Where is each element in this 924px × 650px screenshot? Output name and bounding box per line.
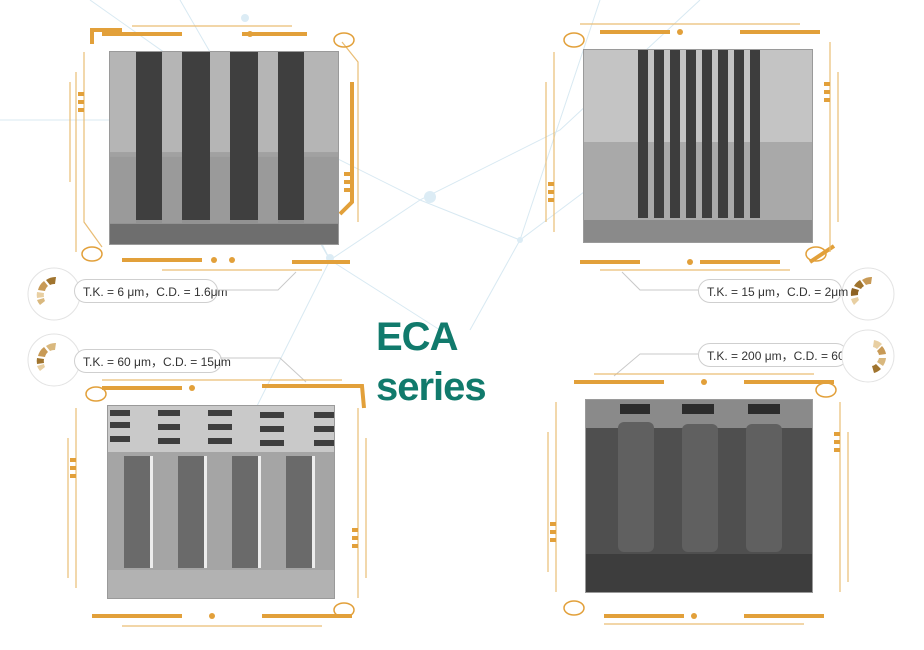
panel-frame-top-left [62,22,362,272]
sem-image-bottom-left [108,406,334,598]
sem-image-top-left [110,52,338,244]
connector-line [218,271,297,291]
connector-line [220,357,307,383]
panel-frame-top-right [540,22,840,272]
gauge-icon [840,328,896,384]
gauge-icon [840,266,896,322]
panel-frame-bottom-right [544,372,854,628]
sem-image-top-right [584,50,812,242]
connector-line [613,353,698,377]
caption-label-bottom-left: T.K. = 60 μm，C.D. = 15μm [74,349,231,373]
panel-frame-bottom-left [62,378,372,628]
gauge-icon [26,266,82,322]
sem-image-bottom-right [586,400,812,592]
connector-line [621,271,698,291]
series-title: ECA series [376,315,487,409]
caption-label-bottom-right: T.K. = 200 μm，C.D. = 60um [698,343,861,367]
caption-label-top-right: T.K. = 15 μm，C.D. = 2μm [698,279,848,303]
caption-label-top-left: T.K. = 6 μm，C.D. = 1.6μm [74,279,228,303]
